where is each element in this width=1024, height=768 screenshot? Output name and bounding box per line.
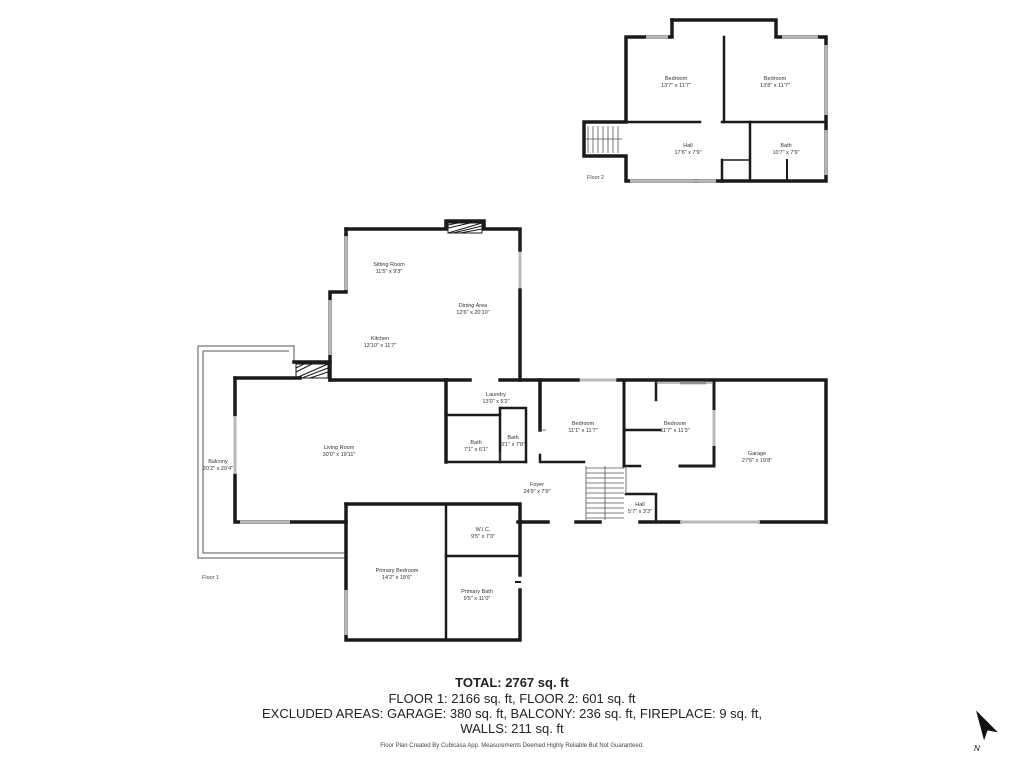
room-dims: 13'0" x 5'2" (482, 399, 510, 405)
room-dims: 11'5" x 9'3" (375, 269, 403, 275)
room-name: Bedroom (571, 421, 595, 427)
room-hall-f2: Hall 17'6" x 7'9" (674, 143, 701, 157)
room-dims: 14'2" x 18'6" (381, 575, 413, 581)
floor-1-stairs (585, 466, 624, 520)
room-dims: 13'8" x 11'7" (760, 83, 790, 89)
room-name: Garage (747, 451, 767, 457)
room-name: Kitchen (370, 336, 390, 342)
room-name: Primary Bedroom (375, 568, 419, 574)
room-dims: 10'7" x 7'9" (772, 150, 800, 156)
excluded-areas: EXCLUDED AREAS: GARAGE: 380 sq. ft, BALC… (262, 706, 762, 721)
floor-2-stairs (586, 126, 622, 153)
room-bedroom-f2-right: Bedroom 13'8" x 11'7" (760, 76, 790, 90)
room-dims: 13'7" x 11'7" (661, 83, 691, 89)
room-dims: 11'1" x 11'7" (568, 428, 598, 434)
room-foyer: Foyer 24'9" x 7'9" (523, 482, 550, 496)
floor-2-label: Floor 2 (587, 175, 605, 181)
room-dims: 13'10" x 11'7" (363, 343, 397, 349)
floor-2-windows (630, 35, 828, 183)
room-dining-area: Dining Area 12'6" x 20'10" (456, 303, 489, 317)
room-name: W.I.C. (475, 527, 491, 533)
room-bedroom-f1-b: Bedroom 11'7" x 11'3" (660, 421, 689, 435)
room-name: Dining Area (458, 303, 488, 309)
floor-areas: FLOOR 1: 2166 sq. ft, FLOOR 2: 601 sq. f… (388, 691, 636, 706)
room-name: Hall (683, 143, 693, 149)
room-name: Foyer (529, 482, 545, 488)
room-name: Sitting Room (373, 262, 405, 268)
room-dims: 24'9" x 7'9" (523, 489, 551, 495)
room-name: Primary Bath (461, 589, 493, 595)
room-bath-f1: Bath 7'1" x 6'1" (464, 440, 488, 454)
room-bath-f2: Bath 10'7" x 7'9" (772, 143, 799, 157)
room-name: Bath (780, 143, 792, 149)
room-primary-bath: Primary Bath 9'5" x 11'0" (461, 589, 493, 603)
room-primary-bedroom: Primary Bedroom 14'2" x 18'6" (376, 568, 419, 582)
total-area: TOTAL: 2767 sq. ft (455, 675, 569, 690)
compass-north-label: N (974, 744, 980, 753)
room-balcony: Balcony 20'2" x 29'4" (203, 459, 233, 473)
room-name: Hall (635, 502, 645, 508)
room-dims: 20'2" x 29'4" (202, 466, 234, 472)
room-name: Bedroom (663, 421, 687, 427)
balcony-outline (197, 345, 346, 559)
room-bedroom-f1-a: Bedroom 11'1" x 11'7" (568, 421, 597, 435)
fireplace-icons (295, 222, 483, 379)
room-hall-f1: Hall 5'7" x 3'3" (628, 502, 652, 516)
room-dims: 9'5" x 7'3" (470, 534, 496, 540)
room-name: Laundry (486, 392, 506, 398)
area-summary: TOTAL: 2767 sq. ft FLOOR 1: 2166 sq. ft,… (0, 675, 1024, 736)
north-arrow-icon (976, 710, 998, 741)
room-living-room: Living Room 30'0" x 19'11" (323, 445, 356, 459)
room-kitchen: Kitchen 13'10" x 11'7" (364, 336, 397, 350)
floor-1-walls (233, 219, 828, 642)
room-dims: 7'1" x 6'1" (463, 447, 489, 453)
room-dims: 30'0" x 19'11" (322, 452, 356, 458)
walls-area: WALLS: 211 sq. ft (460, 721, 564, 736)
floor-1-windows (233, 236, 760, 635)
room-sitting-room: Sitting Room 11'5" x 9'3" (373, 262, 405, 276)
room-laundry: Laundry 13'0" x 5'2" (482, 392, 509, 406)
credit-line: Floor Plan Created By Cubicasa App. Meas… (380, 743, 644, 749)
room-dims: 9'5" x 11'0" (463, 596, 491, 602)
room-dims: 3'1" x 7'8" (500, 442, 526, 448)
room-dims: 11'7" x 11'3" (660, 428, 690, 434)
room-bedroom-f2-left: Bedroom 13'7" x 11'7" (661, 76, 691, 90)
room-name: Balcony (208, 459, 228, 465)
room-name: Living Room (323, 445, 355, 451)
floor-1-details (499, 382, 714, 494)
room-name: Bedroom (763, 76, 787, 82)
room-bath-small-f1: Bath 3'1" x 7'8" (501, 435, 525, 449)
room-wic: W.I.C. 9'5" x 7'3" (471, 527, 495, 541)
room-garage: Garage 27'6" x 19'8" (742, 451, 772, 465)
room-dims: 27'6" x 19'8" (741, 458, 773, 464)
room-name: Bath (507, 435, 519, 441)
room-dims: 17'6" x 7'9" (674, 150, 702, 156)
room-dims: 5'7" x 3'3" (627, 509, 653, 515)
room-dims: 12'6" x 20'10" (456, 310, 490, 316)
room-name: Bedroom (664, 76, 688, 82)
floor-1-label: Floor 1 (202, 575, 220, 581)
room-name: Bath (470, 440, 482, 446)
